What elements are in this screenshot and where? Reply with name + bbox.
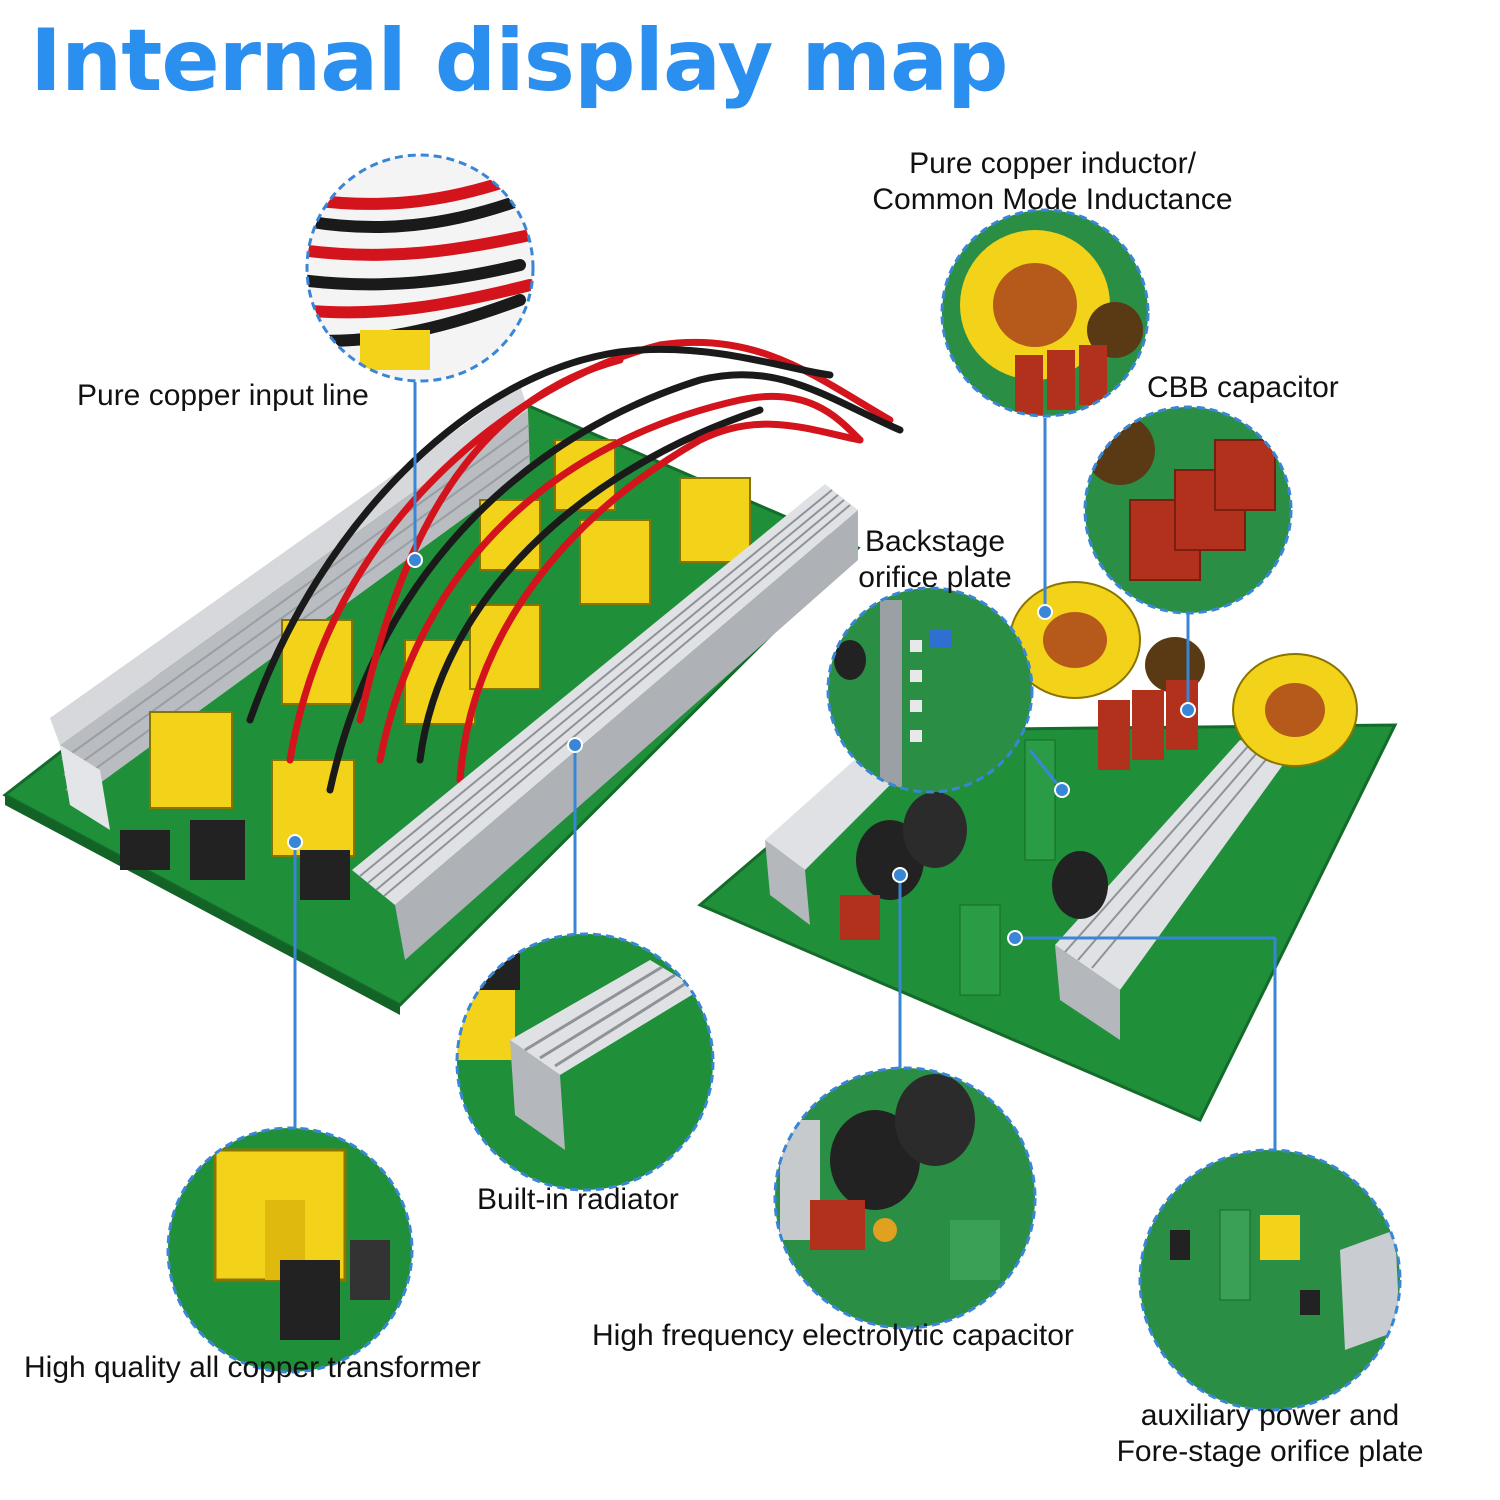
label-line: orifice plate <box>858 561 1012 594</box>
zoom-power-board <box>1138 1148 1402 1412</box>
label-cbb-capacitor: CBB capacitor <box>1147 371 1339 404</box>
callout-dots <box>287 552 1196 946</box>
input-wires <box>246 338 904 794</box>
mosfets <box>120 820 350 900</box>
label-line: auxiliary power and <box>1140 1399 1400 1432</box>
rear-heatsink <box>765 755 900 925</box>
left-heatsink <box>50 385 531 830</box>
zoom-circuit-board <box>826 586 1034 794</box>
left-inverter-board <box>2 338 904 1015</box>
zoom-film-capacitor <box>1083 405 1293 615</box>
label-line: Common Mode Inductance <box>872 183 1233 216</box>
zoom-electrolytic-capacitor <box>773 1066 1037 1330</box>
label-built-in-radiator: Built-in radiator <box>477 1183 679 1216</box>
label-electrolytic-capacitor: High frequency electrolytic capacitor <box>592 1319 1074 1352</box>
label-line: Pure copper inductor/ <box>909 147 1196 180</box>
aux-board <box>959 904 1001 996</box>
label-pure-copper-input-line: Pure copper input line <box>77 379 369 412</box>
electrolytic-caps <box>856 792 1108 919</box>
zoom-toroid-inductor <box>940 208 1150 418</box>
label-pure-copper-inductor: Pure copper inductor/ Common Mode Induct… <box>850 146 1255 218</box>
page-title: Internal display map <box>30 11 1009 111</box>
daughter-board <box>1024 739 1056 861</box>
callout-lines <box>293 382 1277 1150</box>
zoom-wire-bundle <box>305 153 535 383</box>
label-backstage-orifice-plate: Backstage orifice plate <box>845 524 1025 596</box>
front-heatsink <box>352 484 858 960</box>
label-all-copper-transformer: High quality all copper transformer <box>24 1351 481 1384</box>
side-heatsink <box>1055 740 1290 1040</box>
transformers <box>149 439 751 857</box>
right-control-board <box>697 581 1398 1122</box>
zoom-transformer <box>166 1126 414 1374</box>
label-line: Fore-stage orifice plate <box>1116 1435 1424 1468</box>
label-line: Backstage <box>864 525 1006 558</box>
zoom-heatsink <box>455 932 715 1192</box>
label-auxiliary-power: auxiliary power and Fore-stage orifice p… <box>1095 1398 1445 1470</box>
